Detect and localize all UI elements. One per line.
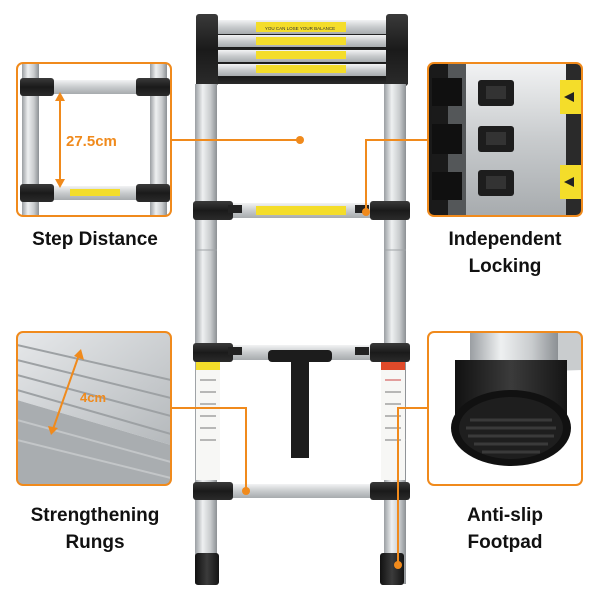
- ladder-rung: [193, 201, 410, 220]
- step-distance-callout: 27.5cm: [16, 62, 172, 217]
- independent-locking-label-line1: Independent: [448, 229, 562, 250]
- carry-strap: [268, 350, 332, 458]
- callout-frame: [427, 62, 583, 217]
- instruction-sticker: [381, 362, 405, 480]
- anti-slip-footpad-callout: [427, 331, 583, 486]
- independent-locking-callout: [427, 62, 583, 217]
- measure-arrow-icon: [51, 351, 81, 433]
- ladder-foot: [195, 553, 219, 585]
- independent-locking-label-line2: Locking: [468, 256, 542, 277]
- strengthening-rungs-callout: 4cm: [16, 331, 172, 486]
- strengthening-rungs-label-line2: Rungs: [65, 532, 125, 553]
- warning-sticker-text: YOU CAN LOSE YOUR BALANCE: [265, 26, 335, 31]
- step-distance-label-text: Step Distance: [32, 229, 158, 250]
- ladder-rung: [193, 482, 410, 500]
- ladder-rung: [193, 343, 410, 362]
- anti-slip-footpad-label-line2: Footpad: [467, 532, 543, 553]
- left-rail: [195, 84, 217, 584]
- rung-width-measurement: 4cm: [80, 390, 106, 405]
- callout-frame: [427, 331, 583, 486]
- ladder: YOU CAN LOSE YOUR BALANCE: [193, 14, 410, 585]
- step-distance-label: Step Distance: [10, 226, 180, 253]
- independent-locking-label: Independent Locking: [420, 226, 590, 280]
- anti-slip-footpad-label-line1: Anti-slip: [467, 505, 543, 526]
- callout-connectors: [171, 136, 428, 569]
- warning-sticker: [256, 22, 346, 32]
- instruction-sticker: [196, 362, 220, 480]
- collapsed-rung-stack: YOU CAN LOSE YOUR BALANCE: [196, 14, 408, 86]
- right-rail: [384, 84, 406, 584]
- strengthening-rungs-label: Strengthening Rungs: [5, 502, 185, 556]
- anti-slip-footpad-label: Anti-slip Footpad: [420, 502, 590, 556]
- strengthening-rungs-label-line1: Strengthening: [30, 505, 160, 526]
- step-distance-measurement: 27.5cm: [66, 133, 117, 150]
- callout-frame: [16, 62, 172, 217]
- callout-frame: [16, 331, 172, 486]
- ladder-foot: [380, 553, 404, 585]
